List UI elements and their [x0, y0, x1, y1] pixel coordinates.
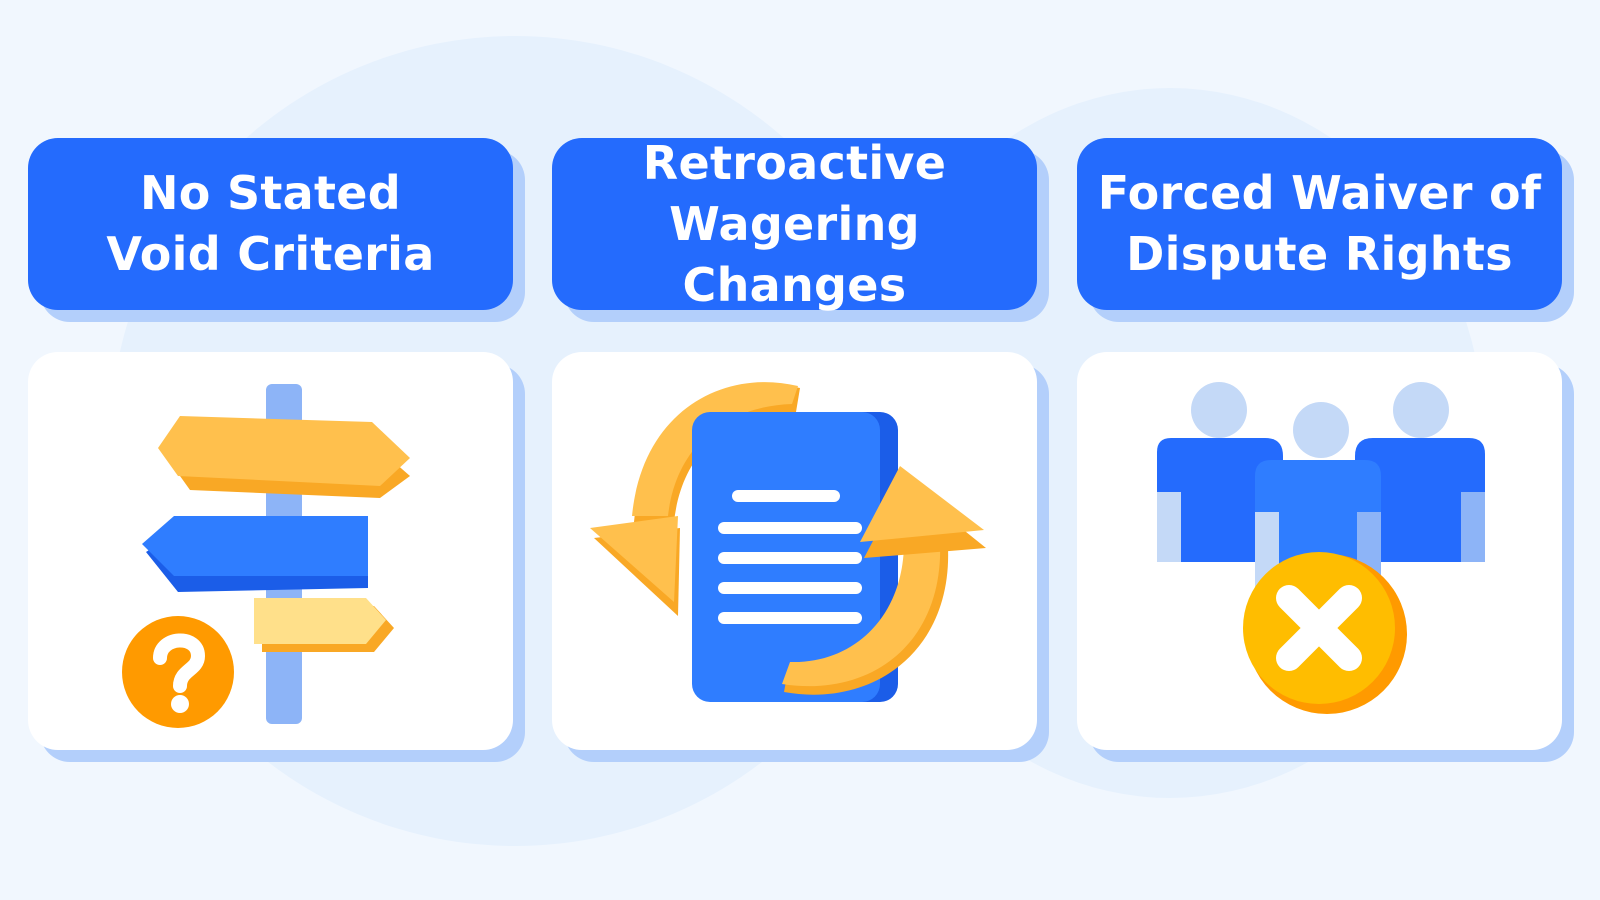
card-retroactive-wagering-changes: Retroactive Wagering Changes	[552, 0, 1037, 900]
group-rejected-icon	[1157, 382, 1485, 714]
signpost-question-icon	[122, 384, 410, 728]
card-header: Retroactive Wagering Changes	[552, 136, 1037, 312]
card-forced-waiver-of-dispute-rights: Forced Waiver of Dispute Rights	[1077, 0, 1562, 900]
card-illustration	[552, 352, 1037, 750]
card-illustration	[1077, 352, 1562, 750]
document-refresh-icon	[590, 382, 986, 702]
card-title: Retroactive Wagering Changes	[642, 135, 947, 312]
card-header: Forced Waiver of Dispute Rights	[1077, 138, 1562, 310]
card-illustration	[28, 352, 513, 750]
card-title: No Stated Void Criteria	[106, 166, 435, 281]
card-no-stated-void-criteria: No Stated Void Criteria	[28, 0, 513, 900]
card-title: Forced Waiver of Dispute Rights	[1097, 166, 1542, 281]
card-header: No Stated Void Criteria	[28, 138, 513, 310]
